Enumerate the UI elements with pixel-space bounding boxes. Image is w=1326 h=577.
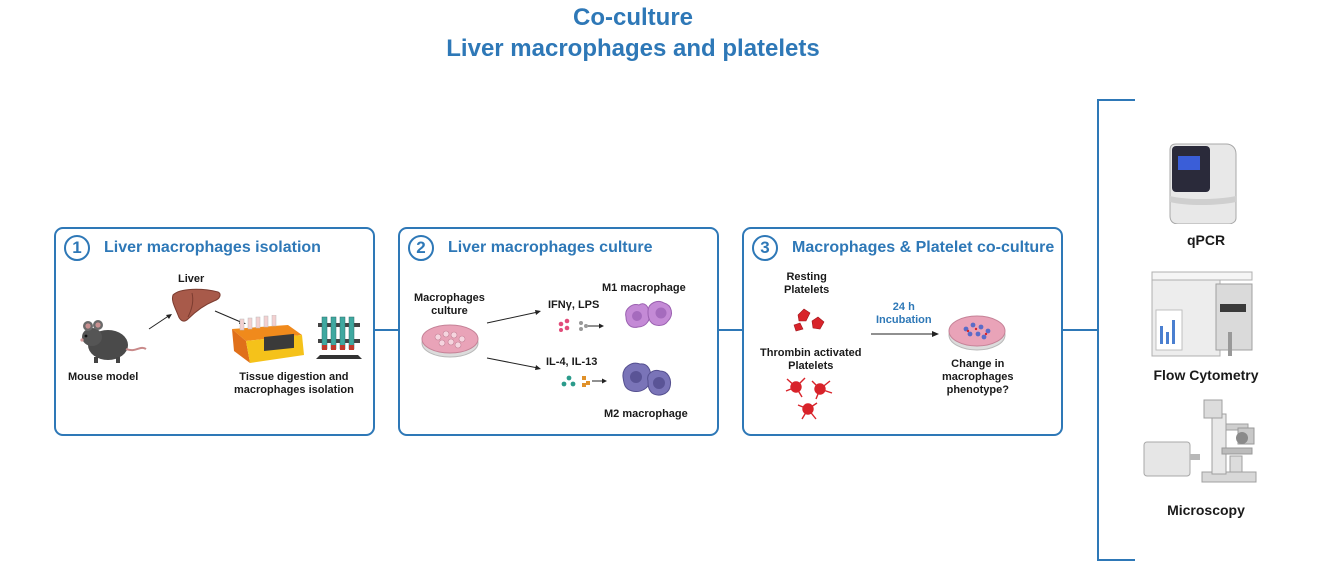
question-line-2: macrophages [942, 371, 1014, 383]
title-line-2: Liver macrophages and platelets [446, 35, 820, 62]
connector-1-2 [375, 329, 398, 331]
step-number: 2 [408, 235, 434, 261]
flow-cytometer-icon [1151, 271, 1253, 357]
question-line-3: phenotype? [946, 384, 1009, 396]
panel-title: Macrophages & Platelet co-culture [792, 239, 1055, 256]
m2-stimuli-label: IL-4, IL-13 [546, 356, 598, 368]
activated-platelets-icon [785, 377, 833, 420]
step-number: 3 [752, 235, 778, 261]
connector-3-bracket [1063, 329, 1097, 331]
phenotype-question-label: Change in macrophages phenotype? [942, 358, 1014, 397]
mouse-icon [80, 320, 147, 363]
m2-macrophage-icon [622, 362, 671, 396]
microscope-icon [1143, 399, 1257, 483]
incubation-arrow [871, 331, 939, 337]
incubation-label: 24 h Incubation [876, 301, 932, 327]
incubation-line-2: Incubation [876, 314, 932, 326]
panel-culture: 2 Liver macrophages culture Macrophages … [398, 227, 719, 436]
panel-header: 1 Liver macrophages isolation [64, 233, 321, 263]
cytokine-dots-m2-icon [561, 375, 607, 387]
resting-platelets-icon [793, 308, 825, 332]
panel-title: Liver macrophages culture [448, 239, 653, 256]
arrow-to-m2 [486, 357, 541, 370]
coculture-dish-icon [948, 315, 1006, 351]
panel-header: 3 Macrophages & Platelet co-culture [752, 233, 1054, 263]
resting-label-line-1: Resting [786, 271, 827, 283]
qpcr-machine-icon [1169, 143, 1237, 224]
analysis-label-flow-cytometry: Flow Cytometry [1153, 367, 1259, 383]
resting-label-line-2: Platelets [784, 284, 830, 296]
title-line-1: Co-culture [573, 4, 693, 31]
step-number: 1 [64, 235, 90, 261]
incubation-line-1: 24 h [892, 301, 915, 313]
diagram-title: Co-culture Liver macrophages and platele… [0, 2, 1266, 64]
petri-dish-icon [421, 324, 479, 358]
bracket-bottom [1097, 559, 1135, 561]
m1-macrophage-icon [625, 300, 672, 328]
analysis-label-qpcr: qPCR [1186, 232, 1226, 248]
activated-label-line-2: Platelets [788, 360, 834, 372]
digestion-label-line-2: macrophages isolation [234, 384, 354, 396]
question-line-1: Change in [951, 358, 1005, 370]
culture-label: Macrophages culture [414, 292, 485, 318]
analysis-bracket [1097, 99, 1099, 561]
digestion-label: Tissue digestion and macrophages isolati… [234, 371, 354, 397]
panel-header: 2 Liver macrophages culture [408, 233, 653, 263]
arrow-to-m1 [486, 310, 541, 324]
m2-macrophage-label: M2 macrophage [604, 408, 688, 420]
arrow-mouse-liver [148, 314, 172, 330]
digestion-label-line-1: Tissue digestion and [239, 371, 349, 383]
connector-2-3 [719, 329, 742, 331]
tube-rack-icon [316, 316, 362, 359]
cytokine-dots-m1-icon [558, 318, 604, 332]
tissue-digestion-device-icon [232, 315, 304, 363]
panel-isolation: 1 Liver macrophages isolation Liver Mous… [54, 227, 375, 436]
activated-label-line-1: Thrombin activated [760, 347, 862, 359]
liver-icon [172, 288, 221, 322]
resting-platelets-label: Resting Platelets [784, 271, 829, 297]
analysis-label-microscopy: Microscopy [1167, 502, 1245, 518]
panel-coculture: 3 Macrophages & Platelet co-culture Rest… [742, 227, 1063, 436]
bracket-top [1097, 99, 1135, 101]
m1-macrophage-label: M1 macrophage [602, 282, 686, 294]
panel-title: Liver macrophages isolation [104, 239, 321, 256]
culture-label-line-1: Macrophages [414, 292, 485, 304]
m1-stimuli-label: IFNγ, LPS [548, 299, 600, 311]
culture-label-line-2: culture [431, 305, 468, 317]
mouse-model-label: Mouse model [68, 371, 139, 383]
activated-platelets-label: Thrombin activated Platelets [760, 347, 861, 373]
liver-label: Liver [178, 273, 205, 285]
